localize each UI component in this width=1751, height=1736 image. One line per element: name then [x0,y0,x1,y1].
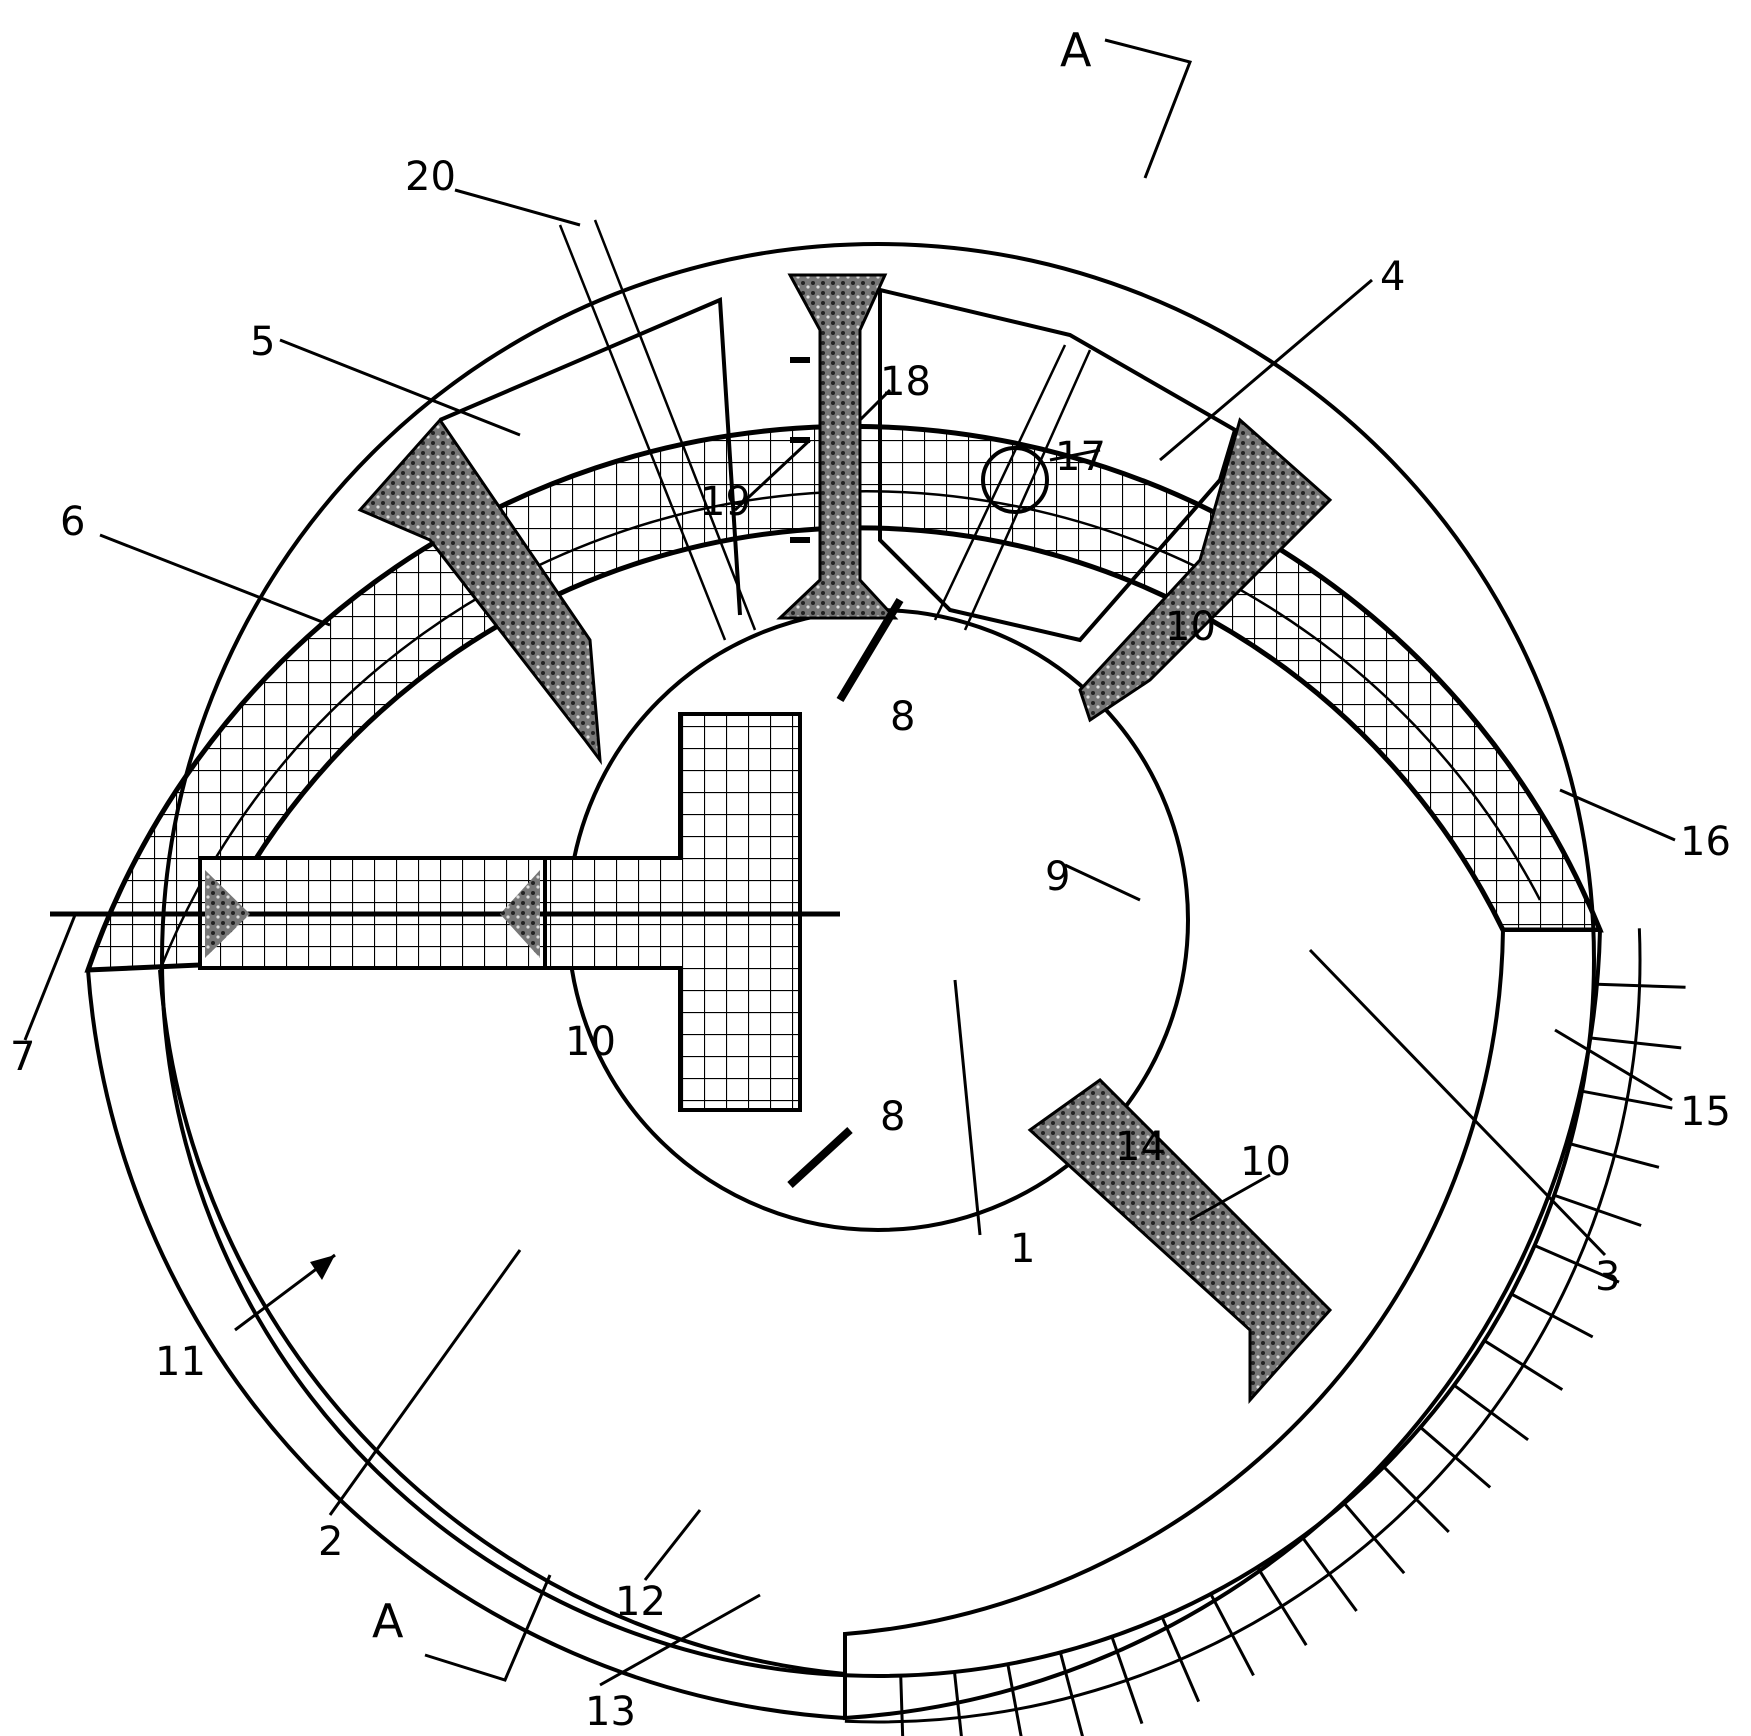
grout-column [776,273,899,620]
label-7: 7 [10,1034,35,1080]
label-20: 20 [405,154,456,200]
chamber-4-strut-2 [963,349,1092,631]
section-mark-bottom-line [424,1574,552,1682]
anchor-grout-right [500,870,540,958]
section-mark-bottom: A [372,1594,404,1648]
chamber-4-strut [933,344,1067,621]
label-1: 1 [1010,1226,1035,1272]
lower-left-lining [158,969,846,1676]
chamber-4-outline [878,287,1238,643]
anchor-bolts [790,357,810,543]
lower-left-lining-outer [86,969,846,1720]
label-15: 15 [1680,1089,1731,1135]
label-2: 2 [318,1519,343,1565]
chamber-4-wall [1078,417,1333,723]
section-mark-top: A [1060,23,1092,77]
label-19: 19 [700,479,751,525]
label-3: 3 [1595,1254,1620,1300]
inclined-rod-2 [593,219,757,631]
arrow-11-head [310,1255,335,1280]
lining-mid-line [844,928,1642,1724]
label-5: 5 [250,319,275,365]
chamber-14-wall [1027,1078,1333,1404]
label-17: 17 [1055,434,1106,480]
label-18: 18 [880,359,931,405]
arrow-8-bottom [787,1127,853,1188]
leader-lines [23,188,1676,1687]
label-10-right: 10 [1165,604,1216,650]
inner-ring-line [160,242,1596,1678]
label-13: 13 [585,1689,636,1735]
label-11: 11 [155,1339,206,1385]
label-14: 14 [1115,1124,1166,1170]
label-8-bottom: 8 [880,1094,905,1140]
circle-17 [981,446,1049,514]
segmented-lining-joints [844,928,1686,1736]
label-16: 16 [1680,819,1731,865]
anchor-grout-left [205,870,250,958]
section-mark-top-line [1104,38,1193,179]
arrow-8-top [836,597,904,703]
label-9: 9 [1045,854,1070,900]
chamber-5-outline [439,297,742,616]
label-10-center: 10 [565,1019,616,1065]
segmented-lining [843,928,1603,1721]
label-8-top: 8 [890,694,915,740]
inclined-rod [558,224,727,641]
label-4: 4 [1380,254,1405,300]
label-12: 12 [615,1579,666,1625]
label-6: 6 [60,499,85,545]
label-10-bottom: 10 [1240,1139,1291,1185]
